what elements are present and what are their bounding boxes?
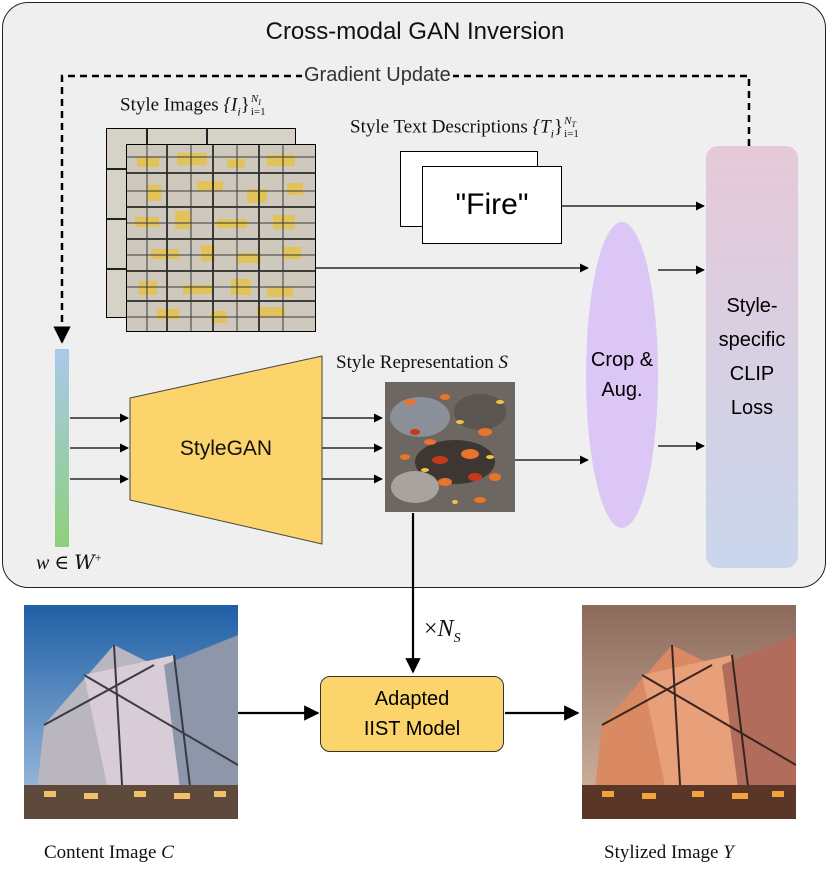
- stylegan-label: StyleGAN: [179, 437, 273, 460]
- building-photo: [24, 605, 238, 819]
- iist-line2: IIST Model: [363, 718, 461, 740]
- style-rep-image: [385, 382, 515, 512]
- text-card-front: "Fire": [422, 166, 562, 244]
- multiplier-label: ×NS: [424, 616, 461, 646]
- stylized-image: [582, 605, 796, 819]
- crop-aug-ellipse: Crop & Aug.: [586, 222, 658, 528]
- clip-loss-line2: specific: [718, 329, 786, 351]
- stylized-image-label: Stylized Image Y: [604, 842, 734, 863]
- style-rep-label: Style Representation S: [336, 352, 509, 373]
- text-card-caption: "Fire": [455, 188, 529, 221]
- clip-loss-box: Style- specific CLIP Loss: [706, 146, 798, 568]
- crop-aug-line2: Aug.: [601, 379, 643, 401]
- clip-loss-line3: CLIP: [729, 363, 775, 385]
- style-image-front: [126, 144, 316, 332]
- iist-line1: Adapted: [374, 688, 450, 710]
- fire-texture: [385, 382, 515, 512]
- clip-loss-line1: Style-: [726, 295, 778, 317]
- gradient-update-label: Gradient Update: [302, 64, 453, 87]
- iist-model-box: Adapted IIST Model: [320, 676, 504, 752]
- latent-label: w ∈ W+: [36, 550, 102, 574]
- panel-title: Cross-modal GAN Inversion: [265, 18, 565, 45]
- content-image: [24, 605, 238, 819]
- stylized-photo: [582, 605, 796, 819]
- content-image-label: Content Image C: [44, 842, 174, 863]
- clip-loss-line4: Loss: [730, 397, 774, 419]
- mondrian-painting: [127, 145, 315, 331]
- crop-aug-line1: Crop &: [590, 349, 654, 371]
- latent-code-bar: [55, 349, 69, 547]
